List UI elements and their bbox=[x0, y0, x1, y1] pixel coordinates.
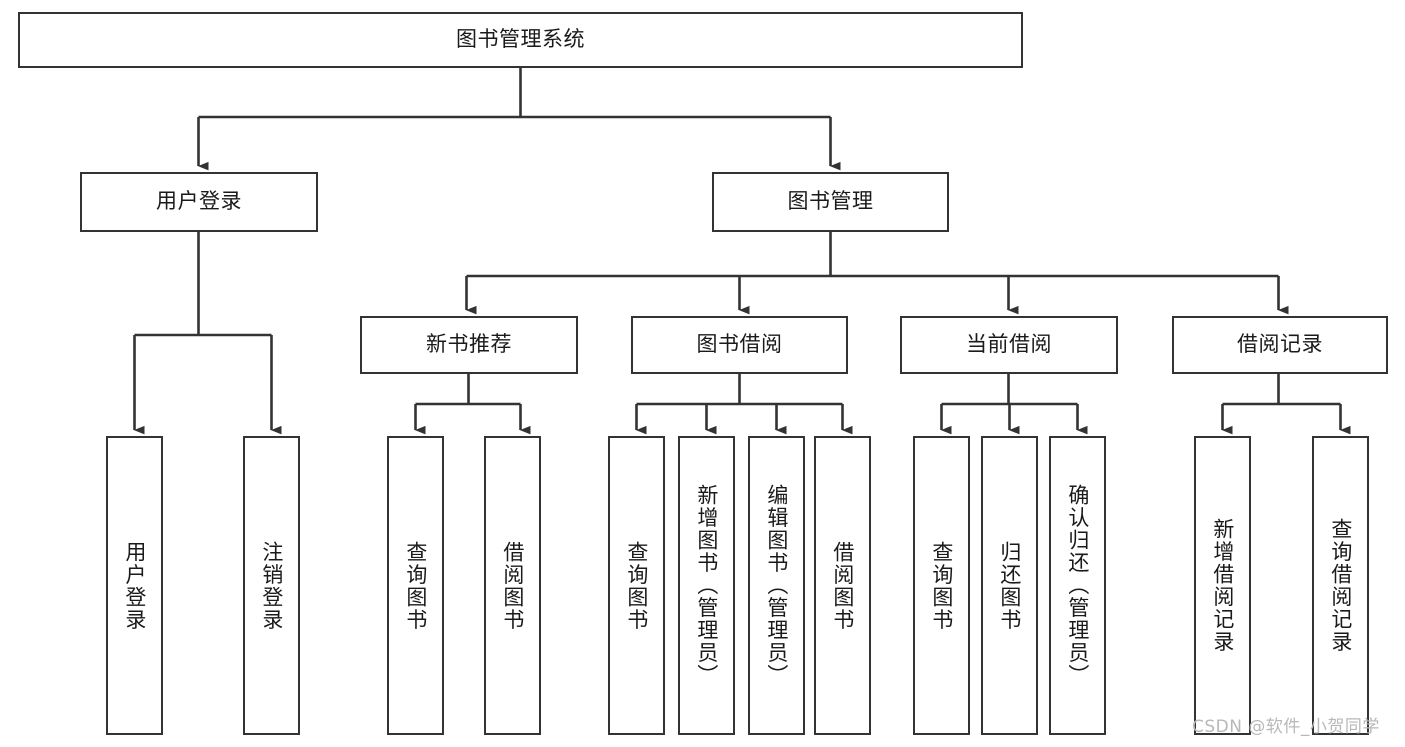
node-leaf-borrow-book-1-label: 借阅图书 bbox=[500, 540, 525, 631]
node-leaf-query-book-2[interactable]: 查询图书 bbox=[608, 436, 665, 735]
node-current-borrow[interactable]: 当前借阅 bbox=[900, 316, 1118, 374]
node-leaf-query-record-label: 查询借阅记录 bbox=[1328, 518, 1353, 653]
node-leaf-return-book-label: 归还图书 bbox=[997, 540, 1022, 631]
node-leaf-borrow-book-2[interactable]: 借阅图书 bbox=[814, 436, 871, 735]
node-user-login-label: 用户登录 bbox=[156, 189, 242, 214]
node-leaf-add-record-label: 新增借阅记录 bbox=[1210, 518, 1235, 653]
node-leaf-add-record[interactable]: 新增借阅记录 bbox=[1194, 436, 1251, 735]
node-leaf-query-book-1-label: 查询图书 bbox=[403, 540, 428, 631]
node-leaf-edit-book-label: 编辑图书（管理员） bbox=[764, 484, 789, 687]
node-leaf-user-login[interactable]: 用户登录 bbox=[106, 436, 163, 735]
node-user-login[interactable]: 用户登录 bbox=[80, 172, 318, 232]
node-new-book-recommend[interactable]: 新书推荐 bbox=[360, 316, 578, 374]
node-leaf-confirm-return[interactable]: 确认归还（管理员） bbox=[1049, 436, 1106, 735]
node-leaf-query-book-2-label: 查询图书 bbox=[624, 540, 649, 631]
node-leaf-return-book[interactable]: 归还图书 bbox=[981, 436, 1038, 735]
node-leaf-confirm-return-label: 确认归还（管理员） bbox=[1065, 484, 1090, 687]
node-borrow-record[interactable]: 借阅记录 bbox=[1172, 316, 1388, 374]
node-borrow-record-label: 借阅记录 bbox=[1237, 332, 1323, 357]
node-current-borrow-label: 当前借阅 bbox=[966, 332, 1052, 357]
node-book-management[interactable]: 图书管理 bbox=[712, 172, 949, 232]
node-root-label: 图书管理系统 bbox=[456, 27, 585, 52]
node-leaf-logout-login-label: 注销登录 bbox=[259, 540, 284, 631]
node-leaf-query-book-1[interactable]: 查询图书 bbox=[387, 436, 444, 735]
node-leaf-query-book-3-label: 查询图书 bbox=[929, 540, 954, 631]
node-book-management-label: 图书管理 bbox=[787, 189, 874, 214]
node-leaf-query-record[interactable]: 查询借阅记录 bbox=[1312, 436, 1369, 735]
node-leaf-edit-book[interactable]: 编辑图书（管理员） bbox=[748, 436, 805, 735]
node-leaf-borrow-book-2-label: 借阅图书 bbox=[830, 540, 855, 631]
node-book-borrow[interactable]: 图书借阅 bbox=[631, 316, 848, 374]
node-root[interactable]: 图书管理系统 bbox=[18, 12, 1023, 68]
node-book-borrow-label: 图书借阅 bbox=[696, 332, 783, 357]
node-leaf-logout-login[interactable]: 注销登录 bbox=[243, 436, 300, 735]
node-leaf-borrow-book-1[interactable]: 借阅图书 bbox=[484, 436, 541, 735]
node-leaf-query-book-3[interactable]: 查询图书 bbox=[913, 436, 970, 735]
node-leaf-user-login-label: 用户登录 bbox=[122, 540, 147, 631]
node-new-book-recommend-label: 新书推荐 bbox=[426, 332, 512, 357]
node-leaf-add-book[interactable]: 新增图书（管理员） bbox=[678, 436, 735, 735]
node-leaf-add-book-label: 新增图书（管理员） bbox=[694, 484, 719, 687]
